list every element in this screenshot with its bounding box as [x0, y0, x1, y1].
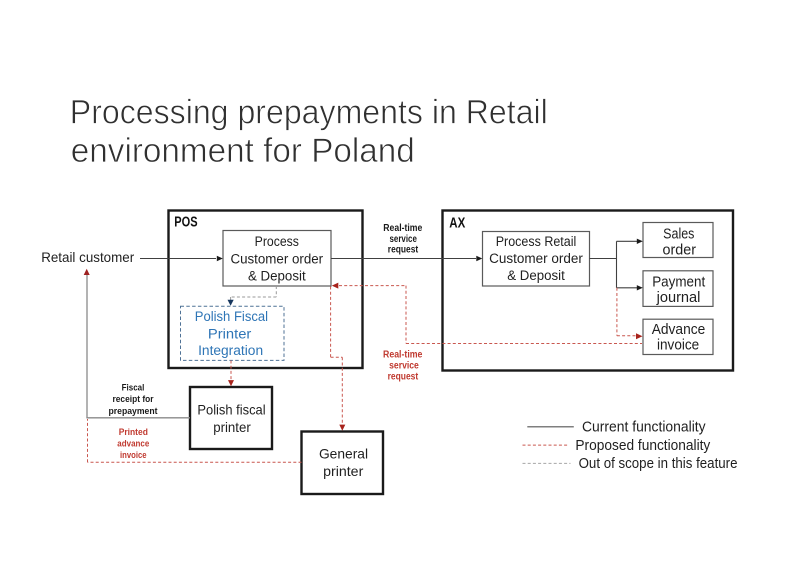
svg-text:request: request [388, 245, 419, 256]
svg-text:printer: printer [323, 463, 364, 479]
svg-text:order: order [663, 243, 697, 259]
svg-text:Process Retail: Process Retail [496, 234, 577, 249]
svg-text:service: service [390, 234, 418, 245]
svg-text:environment for Poland: environment for Poland [71, 132, 415, 170]
svg-text:General: General [319, 445, 368, 461]
svg-text:Customer order: Customer order [230, 252, 323, 267]
svg-text:service: service [389, 360, 419, 371]
svg-text:Printer: Printer [208, 326, 252, 341]
svg-text:Real-time: Real-time [383, 350, 423, 361]
svg-text:Printed: Printed [119, 427, 148, 438]
svg-text:invoice: invoice [120, 450, 147, 461]
svg-text:printer: printer [213, 419, 251, 435]
svg-text:prepayment: prepayment [109, 406, 159, 417]
svg-text:Sales: Sales [663, 226, 694, 242]
svg-text:advance: advance [117, 439, 149, 450]
svg-text:receipt for: receipt for [113, 394, 154, 405]
svg-text:AX: AX [449, 215, 465, 231]
svg-text:Polish Fiscal: Polish Fiscal [195, 309, 268, 324]
svg-text:Real-time: Real-time [383, 223, 422, 234]
svg-text:Polish fiscal: Polish fiscal [197, 401, 265, 417]
svg-text:Current functionality: Current functionality [582, 418, 706, 435]
svg-text:POS: POS [174, 215, 198, 231]
svg-text:journal: journal [656, 290, 701, 306]
svg-text:& Deposit: & Deposit [507, 268, 565, 283]
svg-text:Fiscal: Fiscal [122, 382, 145, 393]
svg-text:Integration: Integration [198, 343, 263, 358]
svg-text:request: request [388, 371, 419, 382]
svg-text:Payment: Payment [652, 275, 705, 291]
svg-text:Retail customer: Retail customer [41, 249, 134, 265]
svg-text:Customer order: Customer order [489, 251, 583, 266]
svg-text:Processing prepayments in Reta: Processing prepayments in Retail [70, 93, 548, 131]
svg-text:Out of scope in this feature: Out of scope in this feature [579, 455, 738, 472]
svg-text:& Deposit: & Deposit [248, 268, 306, 283]
svg-text:invoice: invoice [657, 338, 699, 354]
svg-text:Process: Process [255, 234, 300, 249]
svg-text:Advance: Advance [652, 322, 706, 338]
svg-text:Proposed functionality: Proposed functionality [575, 437, 710, 454]
